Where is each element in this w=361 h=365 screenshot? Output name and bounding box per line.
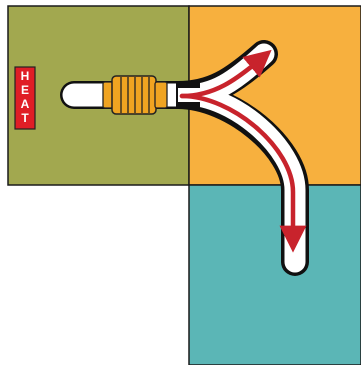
heat-letter: H xyxy=(21,69,30,83)
coupler xyxy=(102,75,168,115)
heat-letter: T xyxy=(21,111,29,125)
arrow-down-branch xyxy=(179,93,307,253)
heat-label-box xyxy=(14,66,36,130)
teal-panel xyxy=(188,184,361,365)
flow-arrows xyxy=(179,49,307,253)
heat-letter: E xyxy=(21,83,29,97)
heat-letter: A xyxy=(21,97,30,111)
